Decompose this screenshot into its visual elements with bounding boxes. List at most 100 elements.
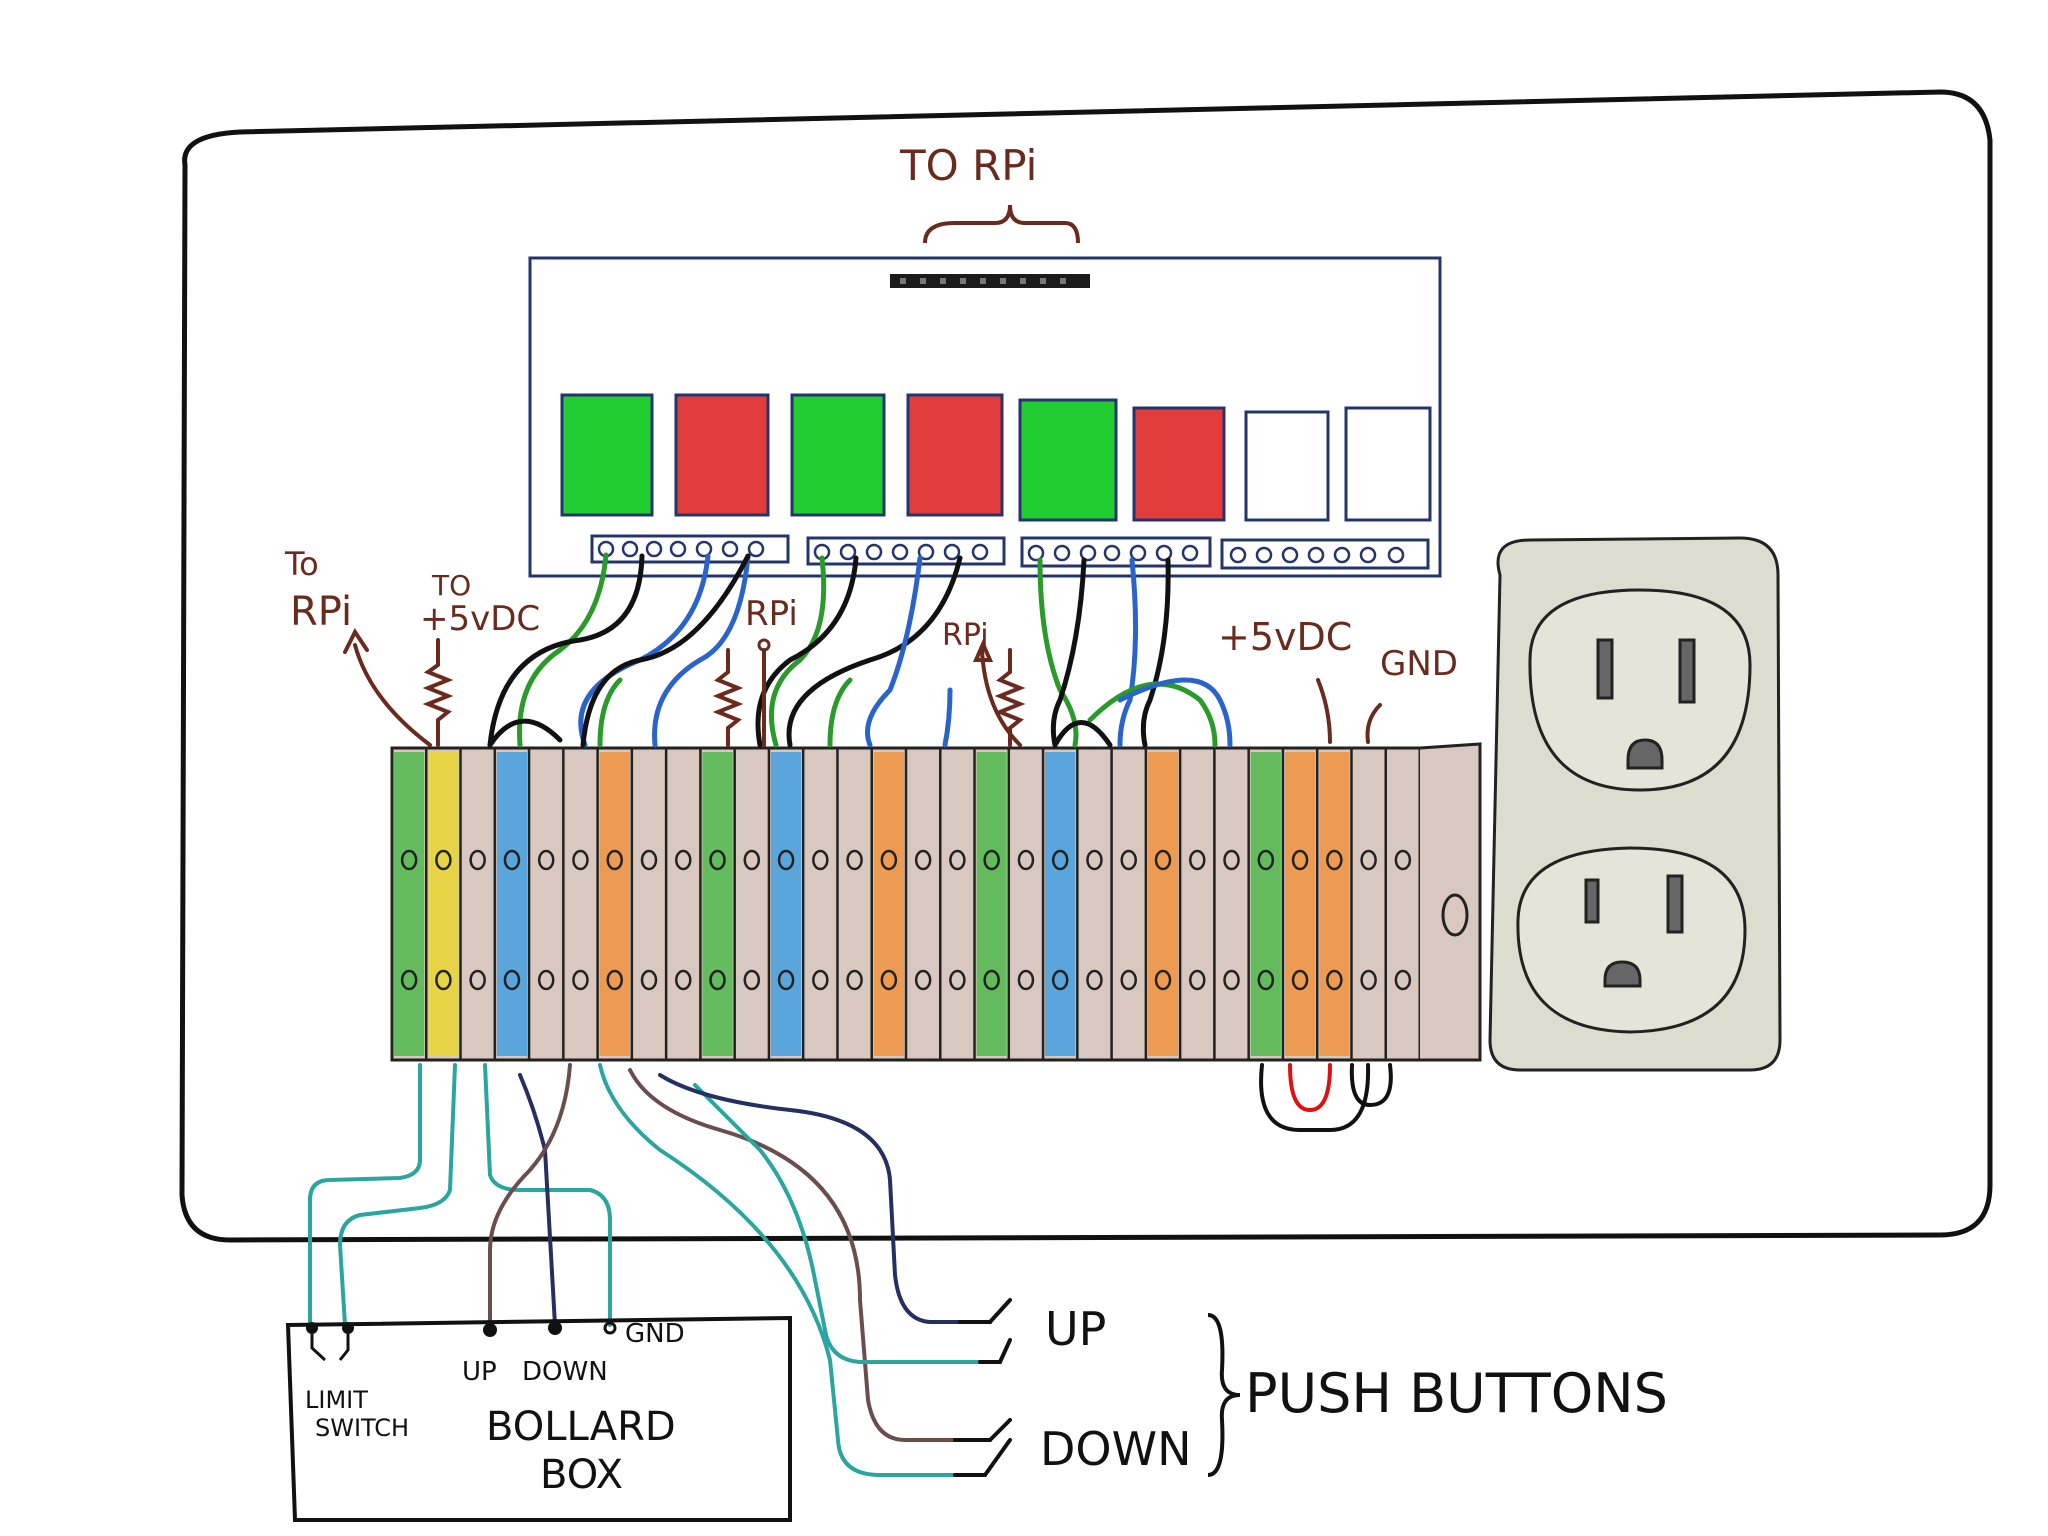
bollard-up-terminal (483, 1323, 497, 1337)
rpi-mid1-dot (757, 638, 771, 652)
terminal-screw (1257, 969, 1275, 991)
field-wiring (308, 1063, 997, 1477)
terminal-screw (675, 849, 692, 871)
relay-1 (560, 393, 654, 517)
terminal-screw (1086, 969, 1103, 991)
terminal-strip-stripes (394, 752, 1350, 1056)
terminal-stripe (976, 752, 1007, 1056)
terminal-screw (1051, 849, 1069, 871)
terminal-screw (1223, 969, 1240, 991)
terminal-screw (1257, 849, 1275, 871)
terminal-screw (1223, 849, 1240, 871)
rpi-header-pins (900, 278, 1066, 284)
relay-8 (1344, 406, 1432, 522)
terminal-stripe (1045, 752, 1076, 1056)
push-button-up (958, 1298, 1012, 1364)
bottom-jumpers (1259, 1063, 1393, 1132)
terminal-screw (1189, 969, 1206, 991)
terminal-screw (846, 849, 863, 871)
limit-switch-terminal-2 (342, 1322, 354, 1334)
bollard-box-outline (285, 1315, 792, 1522)
terminal-screw (537, 969, 555, 991)
terminal-stripe (1319, 752, 1350, 1056)
terminal-screw (743, 849, 761, 871)
relay-6 (1132, 406, 1226, 522)
terminal-screw (1120, 849, 1137, 871)
terminal-screw (1017, 969, 1035, 991)
relay-terminal-blocks (590, 534, 1430, 570)
bollard-down-label: DOWN (522, 1357, 608, 1387)
enclosure-outline (179, 89, 1993, 1243)
relay-5 (1018, 398, 1118, 522)
terminal-screw (709, 969, 726, 991)
terminal-stripe (599, 752, 630, 1056)
limit-switch-label-2: SWITCH (315, 1414, 409, 1442)
terminal-screw (675, 969, 692, 991)
terminal-screw (469, 969, 486, 991)
limit-switch-symbol (310, 1334, 350, 1362)
push-button-down-label: DOWN (1040, 1422, 1192, 1476)
terminal-stripe (428, 752, 459, 1056)
bollard-down-terminal (548, 1321, 562, 1335)
terminal-stripe (1147, 752, 1179, 1056)
terminal-screw (1017, 849, 1035, 871)
push-buttons-group-label: PUSH BUTTONS (1245, 1362, 1668, 1425)
rpi-header-connector (890, 274, 1090, 288)
terminal-screw (435, 849, 452, 871)
terminal-strip (390, 742, 1482, 1062)
terminal-screw (812, 969, 829, 991)
terminal-screw (1326, 849, 1343, 871)
terminal-stripe (702, 752, 733, 1056)
to-rpi-top-label: TO RPi (899, 141, 1037, 190)
pullup-resistors (343, 628, 1026, 747)
terminal-stripe (394, 752, 425, 1056)
bollard-box-title-2: BOX (540, 1452, 623, 1498)
terminal-screw (1120, 969, 1137, 991)
end-cap-hole (1441, 893, 1469, 937)
to-rpi-left-to: To (284, 545, 319, 583)
terminal-screw (1360, 849, 1377, 871)
terminal-screw (1086, 849, 1103, 871)
terminal-screw (400, 849, 418, 871)
plus-5vdc-label: +5vDC (1218, 615, 1352, 659)
bollard-up-label: UP (462, 1357, 497, 1387)
terminal-screw (914, 969, 932, 991)
terminal-screw (983, 969, 1000, 991)
rpi-mid2-label: RPi (942, 618, 989, 653)
relay-4 (906, 393, 1004, 517)
duplex-outlet (1488, 536, 1782, 1072)
terminal-screw (709, 849, 726, 871)
terminal-screw (880, 969, 898, 991)
bollard-gnd-terminal (603, 1321, 617, 1335)
terminal-stripe (1250, 752, 1281, 1056)
to-5vdc-value: +5vDC (420, 599, 540, 639)
relay-3 (790, 393, 886, 517)
terminal-screw (1154, 969, 1172, 991)
to-rpi-left-rpi: RPi (290, 589, 352, 635)
terminal-screw (606, 969, 623, 991)
terminal-screw (469, 849, 486, 871)
terminal-stripe (873, 752, 904, 1056)
relay-2 (674, 393, 770, 517)
power-feed-wires (1316, 678, 1382, 744)
relay-row (560, 393, 1432, 522)
terminal-screw (1360, 969, 1377, 991)
terminal-stripe (1284, 752, 1316, 1056)
push-buttons-brace (1207, 1313, 1241, 1477)
terminal-screw (1154, 849, 1172, 871)
bollard-box: GND UP DOWN LIMIT SWITCH BOLLARD BOX (285, 1315, 792, 1522)
terminal-screw (777, 969, 795, 991)
terminal-screw (949, 969, 966, 991)
terminal-screw (1291, 969, 1309, 991)
terminal-strip-screws (400, 849, 1412, 991)
push-button-down (953, 1418, 1012, 1477)
terminal-screw (777, 849, 795, 871)
terminal-screw (640, 849, 658, 871)
terminal-screw (812, 849, 829, 871)
terminal-screw (435, 969, 452, 991)
terminal-screw (1051, 969, 1069, 991)
terminal-screw (640, 969, 658, 991)
terminal-screw (503, 969, 521, 991)
terminal-strip-end-cap (1419, 742, 1482, 1062)
